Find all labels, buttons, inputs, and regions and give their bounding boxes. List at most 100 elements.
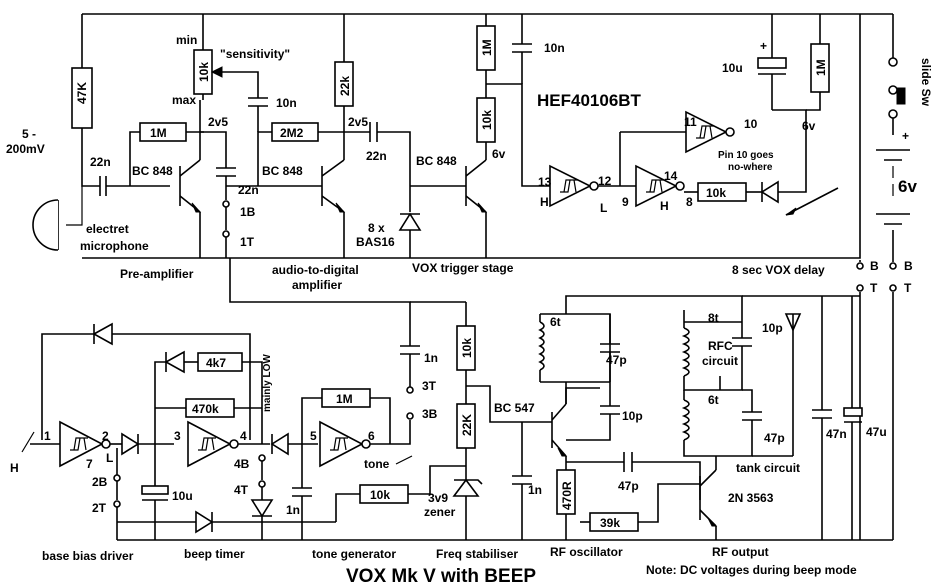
label-47u: 47u xyxy=(866,425,887,439)
transistor-5 xyxy=(699,469,718,540)
adc-section: 2M2 BC 848 22k 2v5 22n audio-to-digital … xyxy=(226,14,411,292)
switch-3b: 3B xyxy=(422,407,438,421)
label-2n3563: 2N 3563 xyxy=(728,491,774,505)
base-bias-section: 1 H 7 2 L 2B 2T base bias driver xyxy=(10,322,251,563)
plus-battery: + xyxy=(902,129,909,143)
logic-h-a: H xyxy=(540,195,549,209)
pot-max: max xyxy=(172,93,196,107)
label-22n-c: 22n xyxy=(366,149,387,163)
logic-l-b: L xyxy=(106,451,113,465)
gate-11-10 xyxy=(685,110,728,154)
cap-47u xyxy=(843,407,863,417)
label-diodes-2: BAS16 xyxy=(356,235,395,249)
pin-14: 14 xyxy=(664,169,678,183)
label-39k: 39k xyxy=(600,516,620,530)
zener-1: 3v9 xyxy=(428,491,448,505)
gate-13-12 xyxy=(549,164,592,208)
label-47k: 47K xyxy=(75,82,89,104)
switch-1b: 1B xyxy=(240,205,256,219)
pin-12: 12 xyxy=(598,174,612,188)
pin10-note-2: no-where xyxy=(728,162,773,173)
label-1m-a: 1M xyxy=(150,126,167,140)
label-8t: 8t xyxy=(708,311,719,325)
label-4k7: 4k7 xyxy=(206,356,226,370)
label-10k-b: 10k xyxy=(706,186,726,200)
stage-rf-out: RF output xyxy=(712,545,769,559)
pin-13: 13 xyxy=(538,175,552,189)
stage-vox-trigger: VOX trigger stage xyxy=(412,261,514,275)
pin-1: 1 xyxy=(44,429,51,443)
slide-switch-label: slide Sw xyxy=(919,58,933,107)
coil-8t xyxy=(681,327,690,377)
label-1m-c: 1M xyxy=(814,59,828,76)
switch-4t: 4T xyxy=(234,483,249,497)
stage-beep-timer: beep timer xyxy=(184,547,245,561)
beep-timer-section: 4k7 470k mainly LOW 10u 3 4 4B 4T beep t… xyxy=(117,350,274,561)
label-47p-c: 47p xyxy=(764,431,785,445)
gate-9-8 xyxy=(635,164,678,208)
pin-10: 10 xyxy=(744,117,758,131)
pin-11: 11 xyxy=(684,115,697,129)
label-10k-a: 10k xyxy=(480,110,494,130)
pin-3: 3 xyxy=(174,429,181,443)
label-10u-b: 10u xyxy=(172,489,193,503)
label-6t-a: 6t xyxy=(550,315,561,329)
pot-sensitivity: "sensitivity" xyxy=(220,47,290,61)
freq-stab-section: 10k 22K 3v9 zener 1n Freq stabiliser xyxy=(410,301,542,561)
switch-1t: 1T xyxy=(240,235,255,249)
label-6v-a: 6v xyxy=(492,147,506,161)
pin10-note-1: Pin 10 goes xyxy=(718,150,774,161)
label-10k-d: 10k xyxy=(460,338,474,358)
pot-min: min xyxy=(176,33,197,47)
switch-2t: 2T xyxy=(92,501,107,515)
pin-2: 2 xyxy=(102,429,109,443)
label-47n: 47n xyxy=(826,427,847,441)
switch-b-2: B xyxy=(904,259,913,273)
transistor-1 xyxy=(179,100,202,258)
sensitivity-pot: 10k min max "sensitivity" 10n xyxy=(172,14,297,132)
cap-10u-b xyxy=(141,485,169,495)
label-bc848-a: BC 848 xyxy=(132,164,173,178)
mic-name-2: microphone xyxy=(80,239,149,253)
coil-6t-b xyxy=(681,399,690,441)
tone-gen-section: 5 6 3T 3B 1n 1M 1n tone 10k tone generat… xyxy=(262,325,466,561)
logic-l-a: L xyxy=(600,201,607,215)
label-rfc-1: RFC xyxy=(708,339,733,353)
stage-base-bias: base bias driver xyxy=(42,549,134,563)
stage-adc-1: audio-to-digital xyxy=(272,263,359,277)
switch-t-1: T xyxy=(870,281,878,295)
rf-output-section: 8t 10p RFC circuit 6t 47p tank circuit 2… xyxy=(681,295,887,559)
gate-5-6 xyxy=(319,420,364,468)
label-22n-a: 22n xyxy=(90,155,111,169)
dc-voltage-note: Note: DC voltages during beep mode xyxy=(646,563,857,577)
label-2v5-a: 2v5 xyxy=(208,115,228,129)
switch-2b: 2B xyxy=(92,475,108,489)
switch-3t: 3T xyxy=(422,379,437,393)
transistor-2 xyxy=(321,159,346,258)
label-1m-b: 1M xyxy=(480,39,494,56)
label-22k-b: 22K xyxy=(460,414,474,436)
label-47p-b: 47p xyxy=(618,479,639,493)
resistor-47k xyxy=(71,67,93,129)
switch-b-1: B xyxy=(870,259,879,273)
transistor-3 xyxy=(465,159,488,258)
logic-h-c: H xyxy=(10,461,19,475)
label-bc848-b: BC 848 xyxy=(262,164,303,178)
label-1n-b: 1n xyxy=(286,503,300,517)
mic-name-1: electret xyxy=(86,222,129,236)
label-10n-b: 10n xyxy=(544,41,565,55)
label-470k: 470k xyxy=(192,402,219,416)
diagram-title: VOX Mk V with BEEP xyxy=(346,566,536,582)
stage-tank: tank circuit xyxy=(736,461,800,475)
plus-10u-a: + xyxy=(760,39,767,53)
stage-tone-gen: tone generator xyxy=(312,547,396,561)
label-2m2: 2M2 xyxy=(280,126,304,140)
hef40106-section: HEF40106BT 13 H 12 L 9 14 H 8 10k 11 10 … xyxy=(521,14,839,277)
mic-level-2: 200mV xyxy=(6,142,45,156)
battery-section: slide Sw + 6v B T B T xyxy=(856,57,933,295)
pin-7: 7 xyxy=(86,457,93,471)
mic-level-1: 5 - xyxy=(22,127,36,141)
electret-microphone xyxy=(32,186,83,251)
